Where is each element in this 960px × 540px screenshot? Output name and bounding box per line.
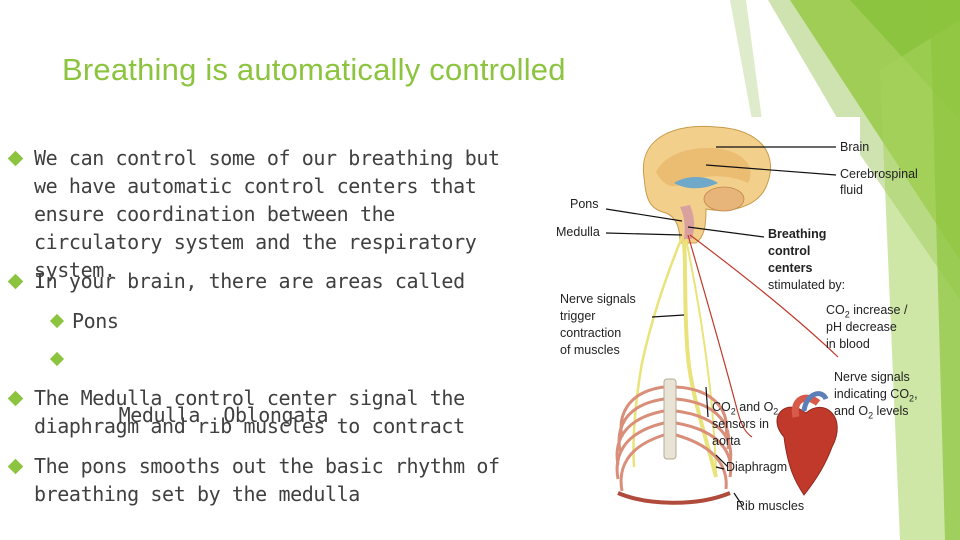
bullet-item: In your brain, there are areas called	[7, 267, 534, 295]
label-aorta: aorta	[712, 434, 741, 448]
diamond-bullet-icon	[7, 458, 24, 475]
sub-bullet-text: Pons	[72, 309, 119, 333]
bullet-text: In your brain, there are areas called	[34, 269, 465, 293]
sub-bullet-item: Pons	[49, 307, 119, 335]
diamond-bullet-icon	[7, 390, 24, 407]
bullet-item: The Medulla control center signal the di…	[7, 384, 534, 440]
label-sensors-in: sensors in	[712, 417, 769, 431]
slide-title: Breathing is automatically controlled	[62, 52, 566, 87]
label-rib-muscles: Rib muscles	[736, 499, 805, 513]
label-trigger: trigger	[560, 309, 596, 323]
label-and-o2-levels: and O2 levels	[834, 404, 909, 421]
label-sensors-co2-o2: CO2 and O2	[712, 400, 779, 417]
corner-decoration	[730, 0, 960, 540]
label-centers: centers	[768, 261, 813, 275]
bullet-list: We can control some of our breathing but…	[7, 144, 534, 508]
label-co2-increase: CO2 increase /	[826, 303, 908, 320]
label-diaphragm: Diaphragm	[726, 460, 788, 474]
diamond-bullet-icon	[7, 273, 24, 290]
bullet-text: We can control some of our breathing but…	[34, 146, 500, 282]
diamond-bullet-icon	[7, 150, 24, 167]
label-medulla: Medulla	[556, 225, 600, 239]
label-pons: Pons	[570, 197, 599, 211]
anatomy-illustration	[605, 117, 860, 506]
label-stimulated: stimulated by:	[768, 278, 846, 292]
label-contraction: contraction	[560, 326, 622, 340]
label-nerve-signals-2: Nerve signals	[834, 370, 910, 384]
label-brain: Brain	[840, 140, 870, 154]
label-of-muscles: of muscles	[560, 343, 620, 357]
bullet-text: The Medulla control center signal the di…	[34, 386, 465, 438]
bullet-text: The pons smooths out the basic rhythm of…	[34, 454, 500, 506]
label-breathing: Breathing	[768, 227, 827, 241]
sub-bullet-item: Medulla Oblongata	[49, 345, 329, 457]
label-cerebrospinal: Cerebrospinal	[840, 167, 918, 181]
label-indicating-co2: indicating CO2,	[834, 387, 918, 404]
label-nerve-signals: Nerve signals	[560, 292, 636, 306]
diamond-bullet-icon	[49, 313, 65, 329]
label-in-blood: in blood	[826, 337, 870, 351]
bullet-item: The pons smooths out the basic rhythm of…	[7, 452, 534, 508]
sub-bullet-text: Medulla Oblongata	[118, 403, 329, 427]
bullet-item: We can control some of our breathing but…	[7, 144, 534, 284]
label-fluid: fluid	[840, 183, 863, 197]
label-control: control	[768, 244, 811, 258]
diamond-bullet-icon	[49, 351, 65, 367]
label-ph-decrease: pH decrease	[826, 320, 897, 334]
breathing-control-diagram: Brain Cerebrospinal fluid Pons Medulla B…	[556, 117, 936, 527]
